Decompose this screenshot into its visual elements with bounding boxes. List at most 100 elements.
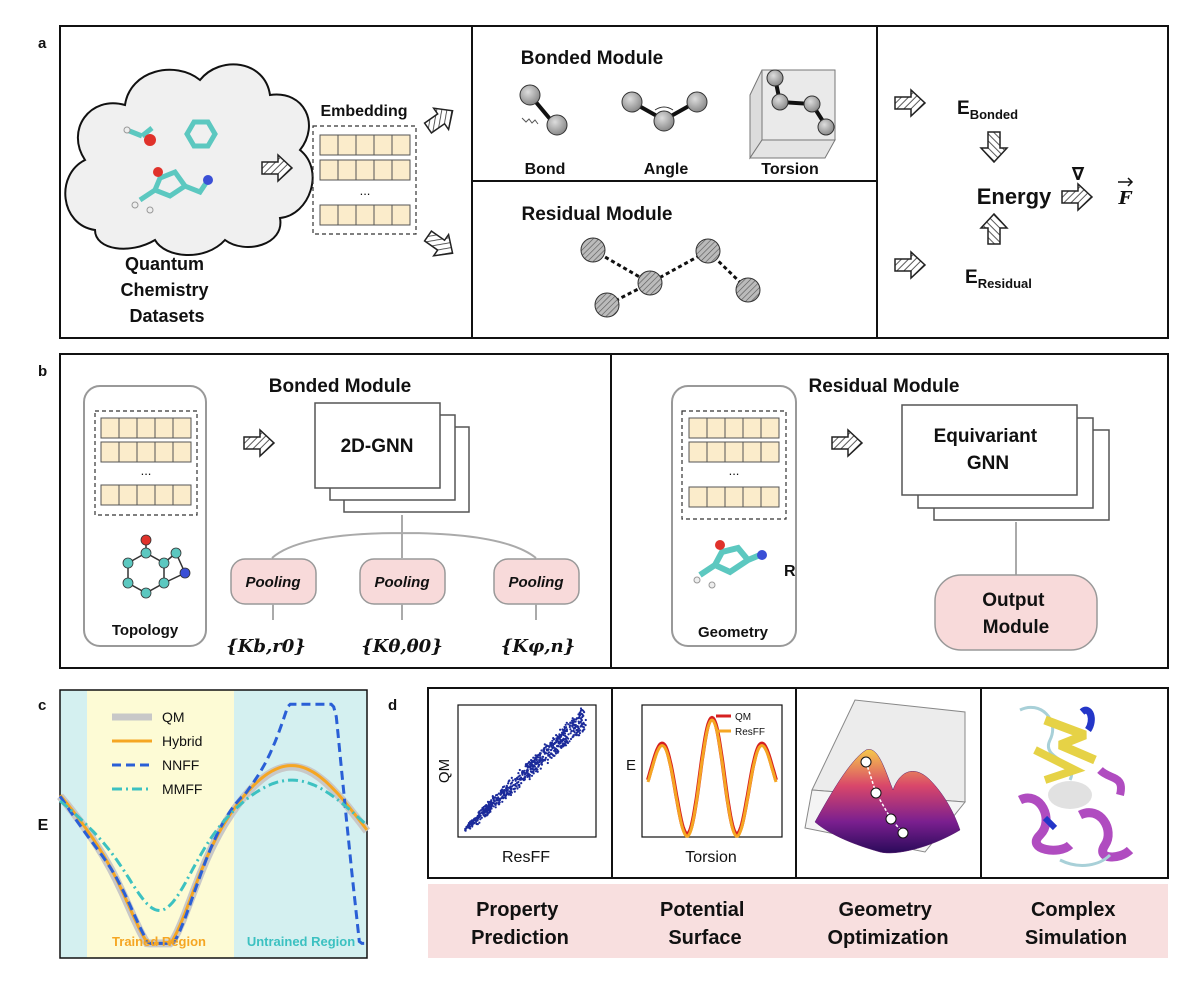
scatter-point xyxy=(543,743,546,746)
app-property-prediction: Property Prediction xyxy=(471,899,569,949)
scatter-point xyxy=(546,758,550,761)
scatter-point xyxy=(563,728,566,731)
scatter-point xyxy=(501,796,504,799)
c-legend-label-hybrid: Hybrid xyxy=(162,733,202,749)
scatter-point xyxy=(525,770,529,774)
scatter-point xyxy=(582,709,585,712)
scatter-point xyxy=(555,734,558,737)
residual-title-b: Residual Module xyxy=(809,376,960,397)
c-untrained-region-right xyxy=(234,690,367,958)
scatter-point xyxy=(573,718,576,721)
scatter-point xyxy=(498,797,501,800)
scatter-point xyxy=(474,819,477,822)
scatter-point xyxy=(490,802,493,805)
scatter-point xyxy=(518,785,521,789)
scatter-point xyxy=(510,776,513,780)
scatter-point xyxy=(501,791,504,794)
panel-label-c: c xyxy=(38,697,46,714)
scatter-point xyxy=(485,814,488,817)
scatter-point xyxy=(517,772,520,775)
scatter-point xyxy=(540,749,543,752)
panel-label-d: d xyxy=(388,697,397,714)
equivariant-stack: Equivariant GNN xyxy=(901,404,1110,521)
scatter-point xyxy=(510,781,514,784)
scatter-point xyxy=(492,797,495,801)
scatter-point xyxy=(503,785,506,788)
scatter-point xyxy=(541,759,545,763)
scatter-point xyxy=(579,725,582,728)
scatter-ylabel: QM xyxy=(436,759,453,783)
scatter-point xyxy=(569,737,573,741)
panel-d: QM ResFF E Torsion QM ResFF xyxy=(427,687,1169,958)
c-legend-label-mmff: MMFF xyxy=(162,781,202,797)
scatter-point xyxy=(581,716,584,719)
scatter-point xyxy=(497,796,500,799)
scatter-point xyxy=(542,750,545,753)
e-bonded-label: EBonded xyxy=(957,98,1018,122)
scatter-point xyxy=(516,778,519,781)
force-label: F xyxy=(1118,188,1133,209)
scatter-point xyxy=(535,754,538,757)
scatter-point xyxy=(575,731,579,734)
scatter-point xyxy=(577,717,580,720)
scatter-point xyxy=(538,760,541,763)
scatter-point xyxy=(529,767,532,771)
scatter-point xyxy=(536,756,540,759)
scatter-point xyxy=(565,728,569,731)
residual-glyph xyxy=(580,237,761,318)
scatter-point xyxy=(567,723,570,726)
arrow-to-2dgnn xyxy=(243,429,275,457)
scatter-point xyxy=(477,815,480,818)
scatter-point xyxy=(580,719,583,722)
scatter-point xyxy=(520,782,523,785)
scatter-point xyxy=(535,770,538,773)
scatter-point xyxy=(515,785,518,788)
scatter-point xyxy=(517,775,520,778)
app-complex-simulation: Complex Simulation xyxy=(1025,899,1127,949)
scatter-point xyxy=(547,754,550,757)
scatter-point xyxy=(556,735,559,738)
pooling-3: Pooling xyxy=(493,558,580,605)
arrow-to-residual xyxy=(419,224,461,265)
scatter-point xyxy=(576,729,580,733)
scatter-point xyxy=(570,729,573,733)
scatter-point xyxy=(489,810,492,813)
geometry-emb-ellipsis: ... xyxy=(729,463,740,478)
c-legend-label-nnff: NNFF xyxy=(162,757,199,773)
scatter-point xyxy=(569,732,572,735)
scatter-point xyxy=(556,744,559,748)
scatter-point xyxy=(471,824,474,827)
scatter-point xyxy=(577,726,580,729)
output-module: Output Module xyxy=(934,574,1098,651)
panel-a: Quantum Chemistry Datasets Embedding ...… xyxy=(59,25,1169,339)
scatter-point xyxy=(506,791,509,795)
scatter-point xyxy=(534,762,537,765)
scatter-point xyxy=(552,737,555,740)
scatter-point xyxy=(578,713,582,716)
scatter-point xyxy=(509,786,512,789)
svg-text:Pooling: Pooling xyxy=(509,574,564,591)
residual-title-a: Residual Module xyxy=(522,204,673,225)
scatter-point xyxy=(547,745,551,748)
scatter-point xyxy=(477,811,480,814)
scatter-point xyxy=(578,734,581,737)
embedding-block: Embedding ... xyxy=(312,103,417,235)
scatter-point xyxy=(509,793,513,797)
scatter-point xyxy=(479,814,482,818)
scatter-point xyxy=(572,723,576,727)
scatter-point xyxy=(550,756,553,760)
bonded-term-torsion: Torsion xyxy=(761,161,818,178)
scatter-point xyxy=(526,765,529,768)
scatter-point xyxy=(530,774,534,777)
scatter-point xyxy=(494,796,497,799)
molecule-bicyclic xyxy=(131,167,213,214)
scatter-point xyxy=(569,728,572,731)
scatter-point xyxy=(557,750,560,753)
scatter-point xyxy=(538,754,541,757)
scatter-point xyxy=(494,806,497,809)
angle-glyph xyxy=(621,91,708,132)
scatter-point xyxy=(500,788,504,791)
arrow-bonded-to-energy xyxy=(980,131,1008,163)
bonded-term-bond: Bond xyxy=(525,161,566,178)
scatter-point xyxy=(568,725,571,729)
